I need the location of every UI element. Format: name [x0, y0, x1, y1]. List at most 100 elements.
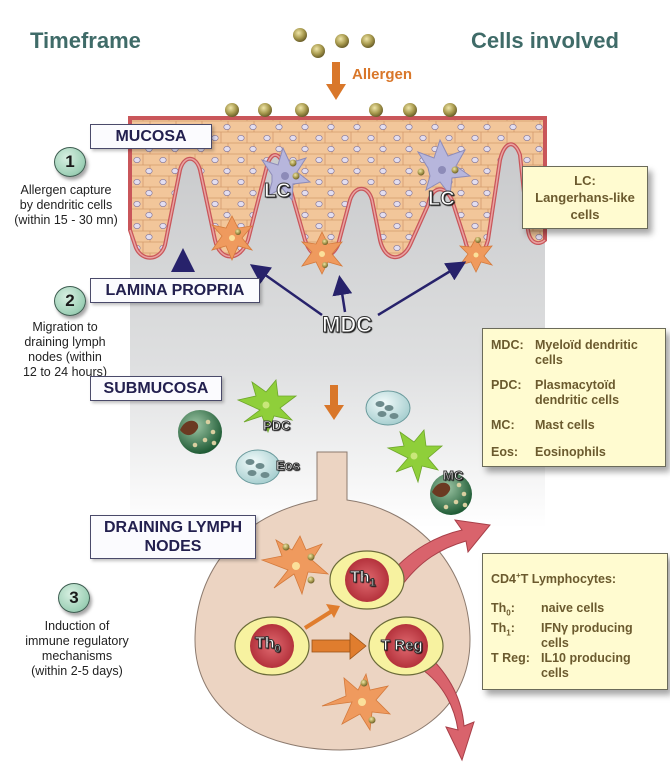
th1-label-main: Th	[350, 569, 371, 587]
legend-lc-line: LC:	[574, 173, 596, 188]
lc-cell-2	[416, 138, 472, 197]
stage-2-line: 12 to 24 hours)	[22, 365, 108, 379]
key-colon: :	[510, 620, 515, 635]
stage-3-badge: 3	[58, 583, 90, 613]
arrow-th0-to-treg	[311, 632, 367, 660]
legend-key: MDC:	[491, 338, 524, 352]
th0-label: Th0	[255, 635, 282, 656]
zone-label-mucosa: MUCOSA	[90, 124, 212, 149]
legend-tcells: CD4+T Lymphocytes: Th0: naive cells Th1:…	[482, 553, 668, 690]
th0-cell	[234, 616, 310, 676]
submucosa-arrow	[324, 385, 344, 420]
stage-3-line: (within 2-5 days)	[31, 664, 123, 678]
legend-value-line: cells	[541, 635, 569, 650]
legend-key: Eos:	[491, 445, 519, 459]
legend-value-line: dendritic cells	[535, 393, 620, 407]
allergen-label: Allergen	[352, 66, 413, 83]
mc-label: MC	[442, 468, 464, 484]
legend-lc-line: cells	[570, 207, 600, 222]
pdc-cell	[236, 379, 298, 434]
stage-3-line: immune regulatory	[25, 634, 129, 648]
key-colon: :	[510, 601, 515, 616]
stage-3-description: Induction of immune regulatory mechanism…	[12, 619, 142, 679]
key-main: T Reg	[491, 650, 526, 665]
legend-value-line: cells	[541, 665, 569, 680]
stage-2-line: draining lymph	[24, 335, 106, 349]
stage-1-description: Allergen capture by dendritic cells (wit…	[6, 183, 126, 228]
th1-label: Th1	[350, 569, 377, 590]
legend-value: naive cells	[541, 601, 605, 616]
allergen-particles-top	[293, 28, 375, 58]
efferent-arrow-bottom	[419, 654, 475, 762]
legend-cells-row: Eos: Eosinophils	[491, 445, 657, 460]
th0-label-main: Th	[255, 635, 276, 653]
node-dendritic-cell-1	[260, 535, 330, 596]
treg-label: T Reg	[381, 637, 424, 655]
arrow-mdc-3	[377, 261, 467, 317]
legend-key: PDC:	[491, 378, 522, 392]
th1-cell	[329, 550, 405, 610]
mdc-cell-2	[300, 231, 344, 275]
legend-value-line: Plasmacytoïd	[535, 378, 616, 392]
key-sub: 0	[506, 608, 511, 618]
key-main: Th	[491, 601, 507, 616]
arrow-th0-to-th1	[303, 604, 340, 630]
stage-1-line: by dendritic cells	[19, 198, 113, 212]
lymph-node	[194, 451, 471, 751]
stage-1-line: Allergen capture	[20, 183, 112, 197]
stage-2-line: nodes (within	[28, 350, 102, 364]
stage-2-badge: 2	[54, 286, 86, 316]
legend-lc: LC: Langerhans-like cells	[522, 166, 648, 229]
mdc-cell-1	[210, 215, 254, 262]
eosinophil-1	[365, 390, 411, 426]
legend-value: Mast cells	[535, 418, 595, 432]
zone-label-lymph-nodes: DRAINING LYMPH NODES	[90, 515, 256, 559]
stage-3-line: Induction of	[44, 619, 110, 633]
mdc-cell-3	[458, 237, 494, 273]
legend-value-line: Myeloïd dendritic	[535, 338, 638, 352]
stage-1-line: (within 15 - 30 mn)	[14, 213, 118, 227]
legend-value-line: cells	[535, 353, 563, 367]
arrow-mdc-1	[249, 264, 323, 317]
stage-2-description: Migration to draining lymph nodes (withi…	[10, 320, 120, 380]
pdc-cell-2	[386, 429, 444, 484]
mdc-label: MDC	[321, 312, 373, 338]
title-prefix: CD4	[491, 572, 517, 587]
mast-cell-1	[178, 410, 222, 454]
stage-1-number: 1	[65, 152, 75, 171]
treg-cell	[368, 616, 444, 676]
key-sub: 1	[506, 628, 511, 638]
lc-label-1: LC	[264, 180, 292, 203]
zone-label-submucosa: SUBMUCOSA	[90, 376, 222, 401]
legend-value-line: IL10 producing	[541, 650, 631, 665]
efferent-arrow-top	[384, 519, 491, 589]
eos-label: Eos	[276, 458, 301, 474]
stage-2-number: 2	[65, 291, 75, 310]
stage-2-line: Migration to	[32, 320, 98, 334]
legend-lc-line: Langerhans-like	[535, 190, 635, 205]
pdc-label: PDC	[262, 418, 291, 434]
cells-involved-header: Cells involved	[471, 28, 619, 53]
legend-cells-row: MC: Mast cells	[491, 418, 657, 433]
legend-tcells-title: CD4+T Lymphocytes:	[491, 568, 659, 587]
lc-cell-1	[260, 146, 312, 202]
legend-key: Th1:	[491, 621, 541, 651]
arrow-mdc-2	[332, 275, 353, 313]
legend-value: Eosinophils	[535, 445, 606, 459]
lc-label-2: LC	[428, 188, 456, 211]
legend-key: T Reg:	[491, 651, 541, 681]
legend-value-line: IFNγ producing	[541, 620, 633, 635]
node-dendritic-cell-2	[321, 672, 392, 732]
legend-key: Th0:	[491, 601, 541, 621]
lymph-nodes-line-1: DRAINING LYMPH	[103, 519, 243, 536]
basement-membrane	[129, 143, 546, 259]
